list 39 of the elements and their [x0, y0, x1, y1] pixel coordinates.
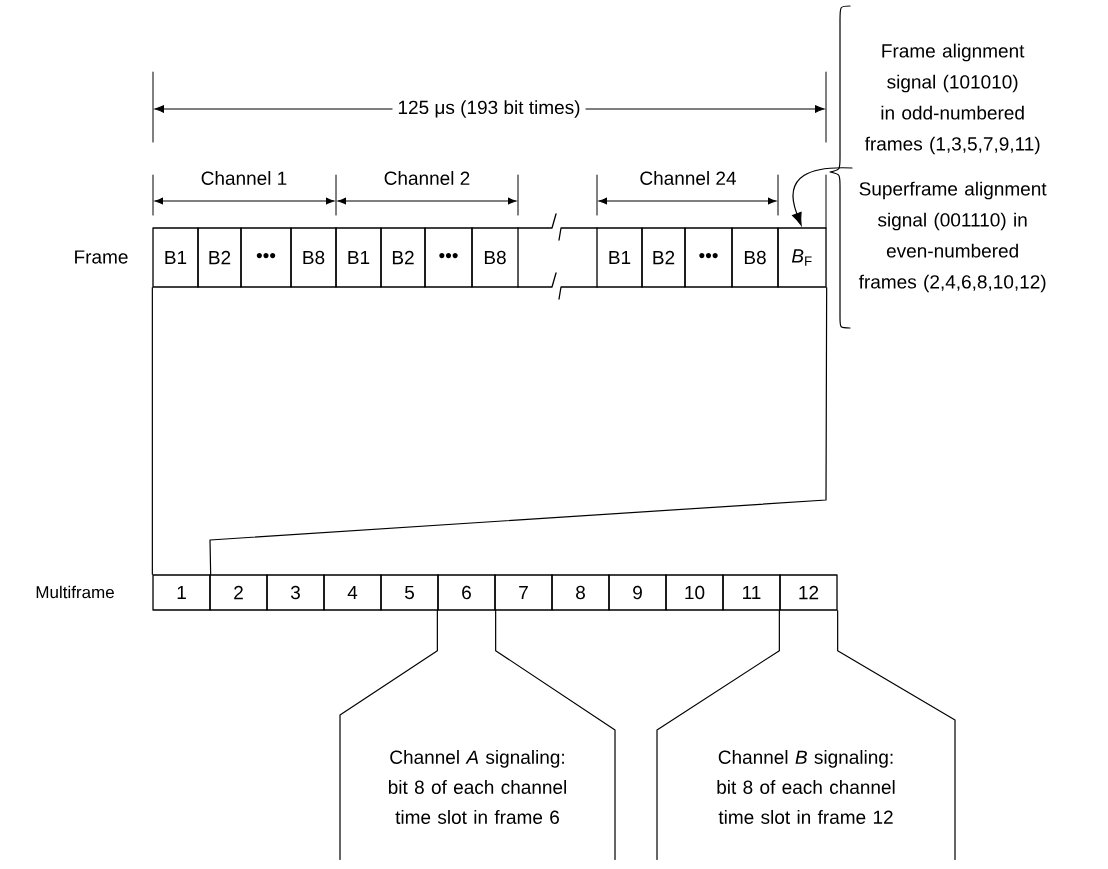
- frame-cell: 11: [722, 574, 781, 611]
- dimension-label: 125 μs (193 bit times): [392, 95, 586, 123]
- dimension-label: Channel 1: [201, 171, 287, 185]
- dimension-label: Channel 24: [640, 171, 736, 185]
- bit-cell: B1: [596, 227, 643, 288]
- frame-cell: 4: [323, 574, 382, 611]
- connector-line: [151, 287, 153, 575]
- frame-cell: 1: [152, 574, 211, 611]
- connector-arrow: [792, 167, 853, 226]
- bit-cell: B$_{F}$: [777, 227, 827, 288]
- dimension-label: Channel 2: [384, 171, 470, 185]
- frame-cell: 10: [665, 574, 724, 611]
- frame-cell: 3: [266, 574, 325, 611]
- note-text: Channel B signaling: bit 8 of each channel time slot in frame 12: [717, 750, 895, 824]
- frame-cell: 12: [779, 574, 838, 611]
- frame-cell: 2: [209, 574, 268, 611]
- frame-cell: 5: [380, 574, 439, 611]
- connector-line: [209, 287, 828, 575]
- frame-cell: 7: [494, 574, 553, 611]
- bit-cell: B2: [641, 227, 686, 288]
- bit-cell: B1: [335, 227, 382, 288]
- bit-cell: •••: [424, 227, 473, 288]
- bit-cell: B8: [290, 227, 337, 288]
- bit-cell: •••: [240, 227, 292, 288]
- bit-cell: B2: [197, 227, 242, 288]
- frame-cell: 8: [551, 574, 610, 611]
- frame-cell: 6: [437, 574, 496, 611]
- row-label: Multiframe: [36, 585, 114, 599]
- bit-cell: B8: [471, 227, 519, 288]
- frame-cell: 9: [608, 574, 667, 611]
- note-text: Channel A signaling: bit 8 of each channel time slot in frame 6: [388, 750, 566, 824]
- bit-cell: •••: [684, 227, 733, 288]
- bit-cell: B8: [731, 227, 779, 288]
- row-label: Frame: [75, 250, 128, 264]
- bit-cell: B1: [152, 227, 199, 288]
- connector-line: [656, 610, 956, 861]
- connector-line: [339, 610, 616, 861]
- note-text: Frame alignment signal (101010) in odd-numbered frames (1,3,5,7,9,11) Superframe alignment signal (001110) in even-numbered frames (2,4,6,8,10,12): [858, 43, 1047, 293]
- bit-cell: B2: [380, 227, 426, 288]
